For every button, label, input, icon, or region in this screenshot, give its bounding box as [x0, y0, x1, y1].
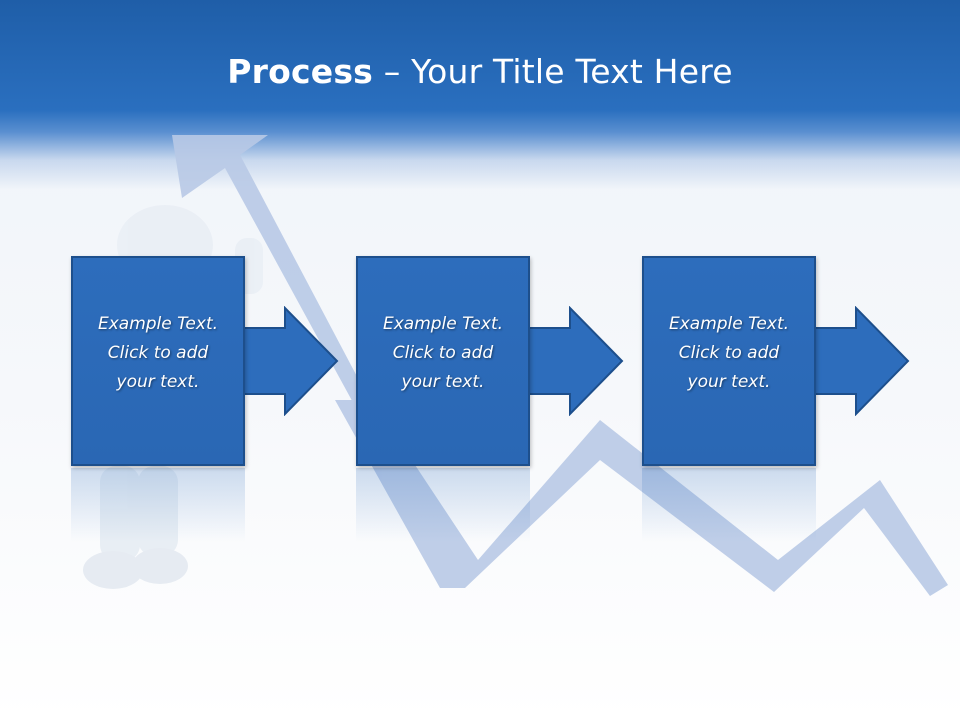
step-box-1[interactable]: Example Text. Click to add your text. — [71, 256, 245, 466]
step-3-reflection — [642, 468, 816, 542]
header-band — [0, 0, 960, 190]
step-1-text: Example Text. Click to add your text. — [97, 314, 219, 392]
step-2-reflection — [356, 468, 530, 542]
step-3-arrow-icon — [814, 306, 910, 416]
step-box-2[interactable]: Example Text. Click to add your text. — [356, 256, 530, 466]
step-2-arrow-icon — [528, 306, 624, 416]
step-3-text: Example Text. Click to add your text. — [668, 314, 790, 392]
step-1-reflection — [71, 468, 245, 542]
step-2-text: Example Text. Click to add your text. — [382, 314, 504, 392]
title-rest: – Your Title Text Here — [373, 52, 733, 91]
step-box-3[interactable]: Example Text. Click to add your text. — [642, 256, 816, 466]
step-1-arrow-icon — [243, 306, 339, 416]
title-strong: Process — [227, 52, 374, 91]
slide-title[interactable]: Process – Your Title Text Here — [0, 52, 960, 91]
